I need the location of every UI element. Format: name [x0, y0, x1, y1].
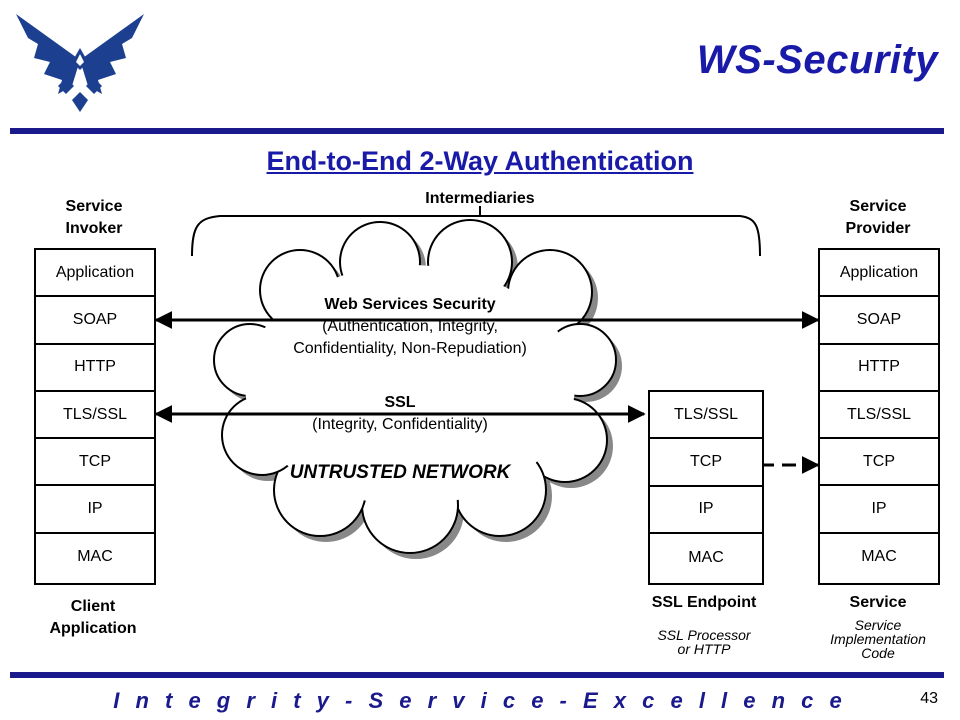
invoker-layer-application: Application	[36, 250, 154, 298]
provider-header-line2: Provider	[845, 220, 911, 237]
wss-line2: Confidentiality, Non-Repudiation)	[293, 340, 527, 357]
intermediaries-label: Intermediaries	[425, 190, 535, 207]
provider-footer-title: Service	[849, 594, 907, 611]
provider-footer-line2: Implementation	[830, 631, 926, 647]
slide-title: WS-Security	[696, 38, 938, 82]
ssl-line1: (Integrity, Confidentiality)	[312, 416, 488, 433]
ssl-endpoint-desc: SSL Processor or HTTP	[614, 628, 794, 656]
invoker-header: Service Invoker	[34, 196, 154, 240]
bottom-divider	[10, 672, 944, 678]
provider-layer-ip: IP	[820, 486, 938, 534]
ssl-endpoint-desc-line1: SSL Processor	[657, 627, 751, 643]
invoker-layer-soap: SOAP	[36, 297, 154, 345]
endpoint-layer-ip: IP	[650, 487, 762, 534]
invoker-header-line1: Service	[65, 198, 123, 215]
provider-layer-http: HTTP	[820, 345, 938, 392]
invoker-footer-line2: Application	[49, 620, 137, 637]
invoker-layer-mac: MAC	[77, 548, 113, 566]
untrusted-network-label: UNTRUSTED NETWORK	[289, 462, 511, 483]
provider-layer-tls: TLS/SSL	[820, 392, 938, 440]
provider-footer-line3: Code	[861, 645, 895, 661]
ssl-endpoint-protocol-stack: TLS/SSL TCP IP MAC	[648, 390, 764, 585]
provider-layer-soap: SOAP	[820, 297, 938, 345]
invoker-protocol-stack: Application SOAP HTTP TLS/SSL TCP IP MAC	[34, 248, 156, 585]
top-divider	[10, 128, 944, 134]
provider-layer-application: Application	[820, 250, 938, 298]
endpoint-layer-tcp: TCP	[650, 439, 762, 487]
invoker-footer-line1: Client	[70, 598, 116, 615]
provider-protocol-stack: Application SOAP HTTP TLS/SSL TCP IP MAC	[818, 248, 940, 585]
provider-header: Service Provider	[816, 196, 940, 240]
invoker-layer-tcp: TCP	[36, 439, 154, 487]
footer-motto: I n t e g r i t y - S e r v i c e - E x …	[113, 688, 847, 713]
wss-title: Web Services Security	[324, 296, 496, 313]
wss-line1: (Authentication, Integrity,	[322, 318, 498, 335]
endpoint-layer-mac: MAC	[688, 548, 724, 566]
ssl-endpoint-desc-line2: or HTTP	[677, 641, 731, 657]
invoker-layer-tls: TLS/SSL	[36, 392, 154, 440]
ssl-endpoint-title: SSL Endpoint	[651, 594, 757, 611]
diagram-subtitle: End-to-End 2-Way Authentication	[266, 146, 694, 176]
provider-layer-mac: MAC	[861, 548, 897, 566]
provider-footer-line1: Service	[854, 617, 902, 633]
page-number: 43	[920, 690, 938, 707]
invoker-header-line2: Invoker	[65, 220, 123, 237]
wss-text: Web Services Security (Authentication, I…	[240, 294, 580, 360]
invoker-layer-http: HTTP	[36, 345, 154, 392]
ssl-title: SSL	[384, 394, 416, 411]
provider-footer-desc: Service Implementation Code	[806, 618, 950, 660]
provider-header-line1: Service	[849, 198, 907, 215]
provider-layer-tcp: TCP	[820, 439, 938, 487]
ssl-text: SSL (Integrity, Confidentiality)	[240, 392, 560, 436]
invoker-layer-ip: IP	[36, 486, 154, 534]
invoker-footer: Client Application	[24, 596, 162, 640]
endpoint-layer-tls: TLS/SSL	[650, 392, 762, 440]
air-force-logo-icon	[16, 14, 144, 112]
